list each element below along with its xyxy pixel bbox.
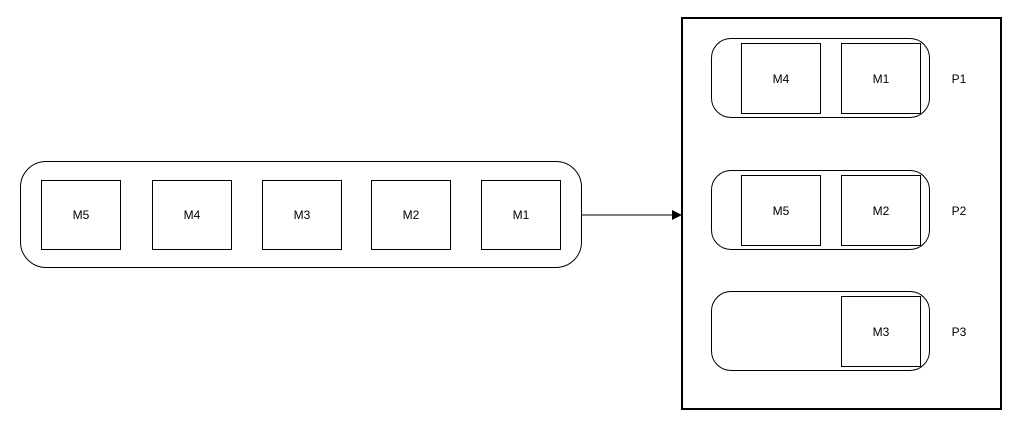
partition-label-p3: P3 <box>951 325 967 339</box>
module-label: M5 <box>772 203 790 218</box>
source-lane: M5 M4 M3 M2 M1 <box>20 161 582 268</box>
module-label: M2 <box>872 203 890 218</box>
module-label: M2 <box>402 208 420 222</box>
module-label: M1 <box>512 208 530 222</box>
module-label: M5 <box>72 208 90 222</box>
module-box-p1-m1: M1 <box>841 43 921 114</box>
module-box-p1-m4: M4 <box>741 43 821 114</box>
module-box-p2-m2: M2 <box>841 175 921 246</box>
partition-group-p2: M5 M2 <box>711 170 930 250</box>
module-box-m4: M4 <box>152 180 232 250</box>
module-box-p3-m3: M3 <box>841 296 921 367</box>
partition-label-p2: P2 <box>951 204 967 218</box>
module-box-p2-m5: M5 <box>741 175 821 246</box>
module-box-m2: M2 <box>371 180 451 250</box>
module-box-m5: M5 <box>41 180 121 250</box>
flow-arrow-icon <box>582 210 682 220</box>
partition-group-p3: M3 <box>711 291 930 371</box>
module-label: M4 <box>772 71 790 86</box>
module-label: M3 <box>872 324 890 339</box>
module-label: M1 <box>872 71 890 86</box>
partition-label-p1: P1 <box>951 72 967 86</box>
module-box-m1: M1 <box>481 180 561 250</box>
module-label: M4 <box>183 208 201 222</box>
module-box-m3: M3 <box>262 180 342 250</box>
target-panel: M4 M1 P1 M5 M2 P2 M3 P3 <box>681 17 1002 410</box>
partition-group-p1: M4 M1 <box>711 38 930 118</box>
module-label: M3 <box>293 208 311 222</box>
